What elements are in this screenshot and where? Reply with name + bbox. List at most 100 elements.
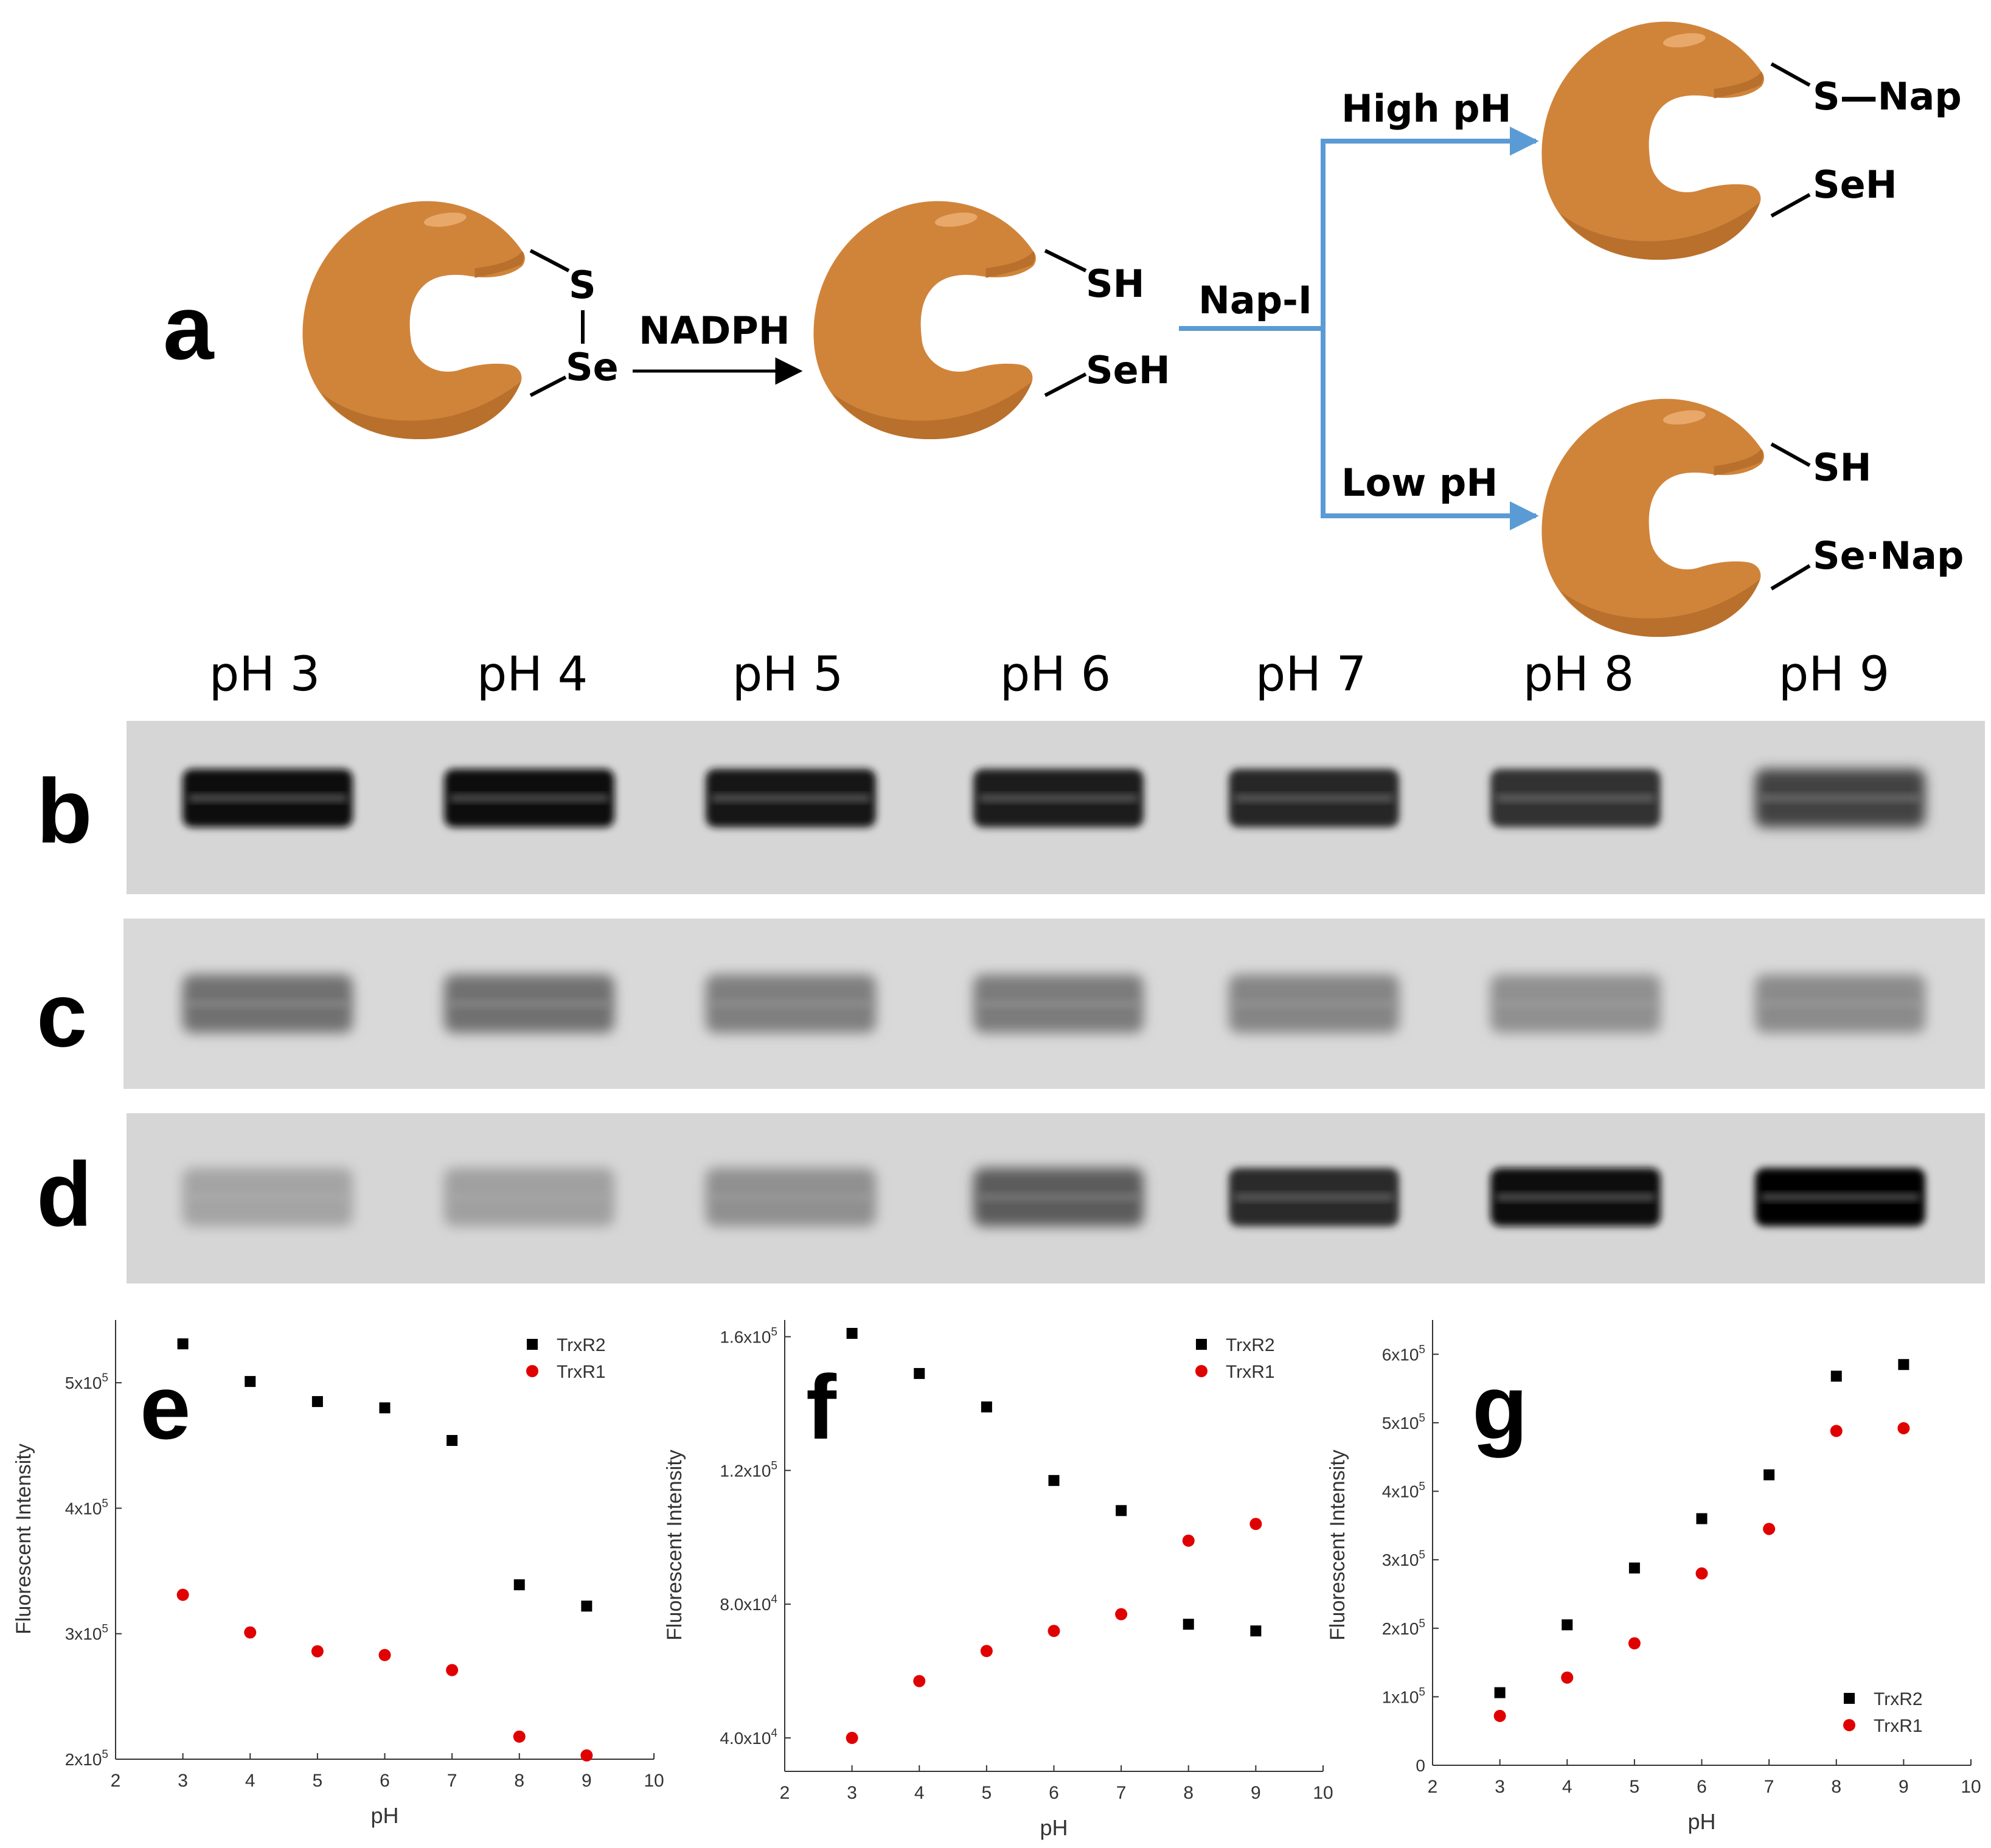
gel-band-gap	[1761, 1000, 1919, 1007]
data-point-trxr2	[446, 1435, 458, 1447]
x-tick-label: 6	[1049, 1783, 1059, 1803]
x-axis-label: pH	[1040, 1815, 1068, 1840]
data-point-trxr1	[1561, 1671, 1574, 1684]
gel-band-gap	[1496, 1000, 1655, 1007]
y-tick-label: 1x105	[1382, 1686, 1425, 1706]
gel-band-gap	[979, 1000, 1138, 1007]
y-tick-label: 4.0x104	[720, 1727, 777, 1748]
data-point-trxr1	[176, 1588, 189, 1601]
x-tick-label: 10	[1961, 1777, 1981, 1797]
data-point-trxr2	[1183, 1619, 1194, 1630]
data-point-trxr2	[914, 1367, 925, 1379]
gel-band-gap	[1235, 1000, 1393, 1007]
protein-reduced-icon	[813, 201, 1036, 440]
x-tick-label: 10	[1313, 1783, 1333, 1803]
gel-band-gap	[1496, 794, 1655, 802]
x-tick-label: 8	[1183, 1783, 1194, 1803]
gel-band-gap	[979, 1193, 1138, 1201]
legend-label: TrxR2	[557, 1335, 606, 1355]
x-tick-label: 10	[644, 1771, 664, 1791]
mid-seh-label: SeH	[1086, 348, 1170, 392]
data-point-trxr1	[1695, 1567, 1708, 1580]
panel-a-scheme: a S Se NADPH SH SeH Nap-I High pH Low pH…	[163, 21, 1964, 637]
data-point-trxr1	[980, 1645, 993, 1658]
data-point-trxr1	[1493, 1709, 1506, 1722]
legend-label: TrxR1	[1874, 1716, 1923, 1736]
gel-band-gap	[1761, 794, 1919, 802]
panel-label-a: a	[163, 276, 215, 378]
x-tick-label: 5	[1630, 1777, 1640, 1797]
gel-band-gap	[189, 1000, 347, 1007]
gel-band-gap	[1235, 1193, 1393, 1201]
data-point-trxr1	[1182, 1534, 1195, 1547]
x-tick-label: 6	[1697, 1777, 1707, 1797]
data-point-trxr2	[846, 1327, 858, 1339]
y-tick-label: 5x105	[1382, 1412, 1425, 1433]
gel-band-gap	[712, 794, 870, 802]
reagent-nap-i: Nap-I	[1198, 278, 1312, 322]
gel-image-c	[123, 919, 1985, 1089]
legend-marker	[1843, 1719, 1855, 1731]
data-point-trxr2	[1898, 1359, 1909, 1370]
data-point-trxr1	[311, 1645, 324, 1658]
panel-label-b: b	[36, 760, 92, 862]
high-s-nap-label: S—Nap	[1813, 74, 1962, 119]
low-sh-label: SH	[1813, 445, 1872, 490]
panel-label-d: d	[36, 1143, 92, 1245]
x-axis-label: pH	[370, 1803, 398, 1828]
lane-label: pH 9	[1779, 647, 1890, 702]
data-point-trxr2	[1494, 1687, 1506, 1698]
x-tick-label: 2	[1428, 1777, 1438, 1797]
gel-band-gap	[712, 1000, 870, 1007]
gel-image-d	[127, 1113, 1985, 1284]
data-point-trxr1	[580, 1749, 593, 1762]
legend-marker	[526, 1365, 538, 1377]
x-tick-label: 7	[447, 1771, 457, 1791]
data-point-trxr1	[244, 1626, 257, 1639]
x-tick-label: 4	[245, 1771, 255, 1791]
x-axis-label: pH	[1687, 1809, 1715, 1834]
data-point-trxr1	[1830, 1425, 1843, 1437]
data-point-trxr1	[446, 1664, 459, 1676]
reagent-nadph: NADPH	[639, 308, 790, 353]
x-tick-label: 4	[914, 1783, 925, 1803]
data-point-trxr2	[311, 1396, 323, 1408]
legend-marker	[527, 1339, 538, 1350]
low-se-nap-label: Se·Nap	[1813, 533, 1964, 578]
gel-band-gap	[189, 1193, 347, 1201]
legend-marker	[1844, 1693, 1855, 1704]
x-tick-label: 5	[313, 1771, 323, 1791]
x-tick-label: 9	[1251, 1783, 1261, 1803]
lane-labels: pH 3 pH 4 pH 5 pH 6 pH 7 pH 8 pH 9	[209, 647, 1890, 702]
lane-label: pH 8	[1523, 647, 1635, 702]
x-tick-label: 3	[847, 1783, 857, 1803]
x-tick-label: 5	[982, 1783, 992, 1803]
x-tick-label: 4	[1562, 1777, 1572, 1797]
y-tick-label: 6x105	[1382, 1343, 1425, 1364]
data-point-trxr2	[1628, 1562, 1640, 1574]
x-tick-label: 9	[582, 1771, 592, 1791]
y-tick-label: 1.2x105	[720, 1459, 777, 1480]
x-tick-label: 8	[1831, 1777, 1841, 1797]
y-tick-label: 0	[1416, 1756, 1425, 1775]
gel-band-gap	[450, 794, 608, 802]
gel-band-gap	[979, 794, 1138, 802]
lane-label: pH 5	[732, 647, 844, 702]
data-point-trxr2	[513, 1579, 525, 1591]
y-tick-label: 2x105	[1382, 1617, 1425, 1638]
legend-label: TrxR2	[1874, 1689, 1923, 1709]
y-tick-label: 1.6x105	[720, 1325, 777, 1346]
x-tick-label: 8	[514, 1771, 524, 1791]
protein-start-icon	[302, 201, 525, 440]
x-tick-label: 3	[1495, 1777, 1505, 1797]
data-point-trxr2	[1696, 1513, 1708, 1524]
x-tick-label: 3	[178, 1771, 188, 1791]
gel-band-gap	[1496, 1193, 1655, 1201]
lane-label: pH 4	[477, 647, 588, 702]
data-point-trxr2	[581, 1600, 592, 1612]
x-tick-label: 2	[780, 1783, 790, 1803]
data-point-trxr1	[1628, 1637, 1641, 1650]
data-point-trxr1	[846, 1732, 858, 1745]
